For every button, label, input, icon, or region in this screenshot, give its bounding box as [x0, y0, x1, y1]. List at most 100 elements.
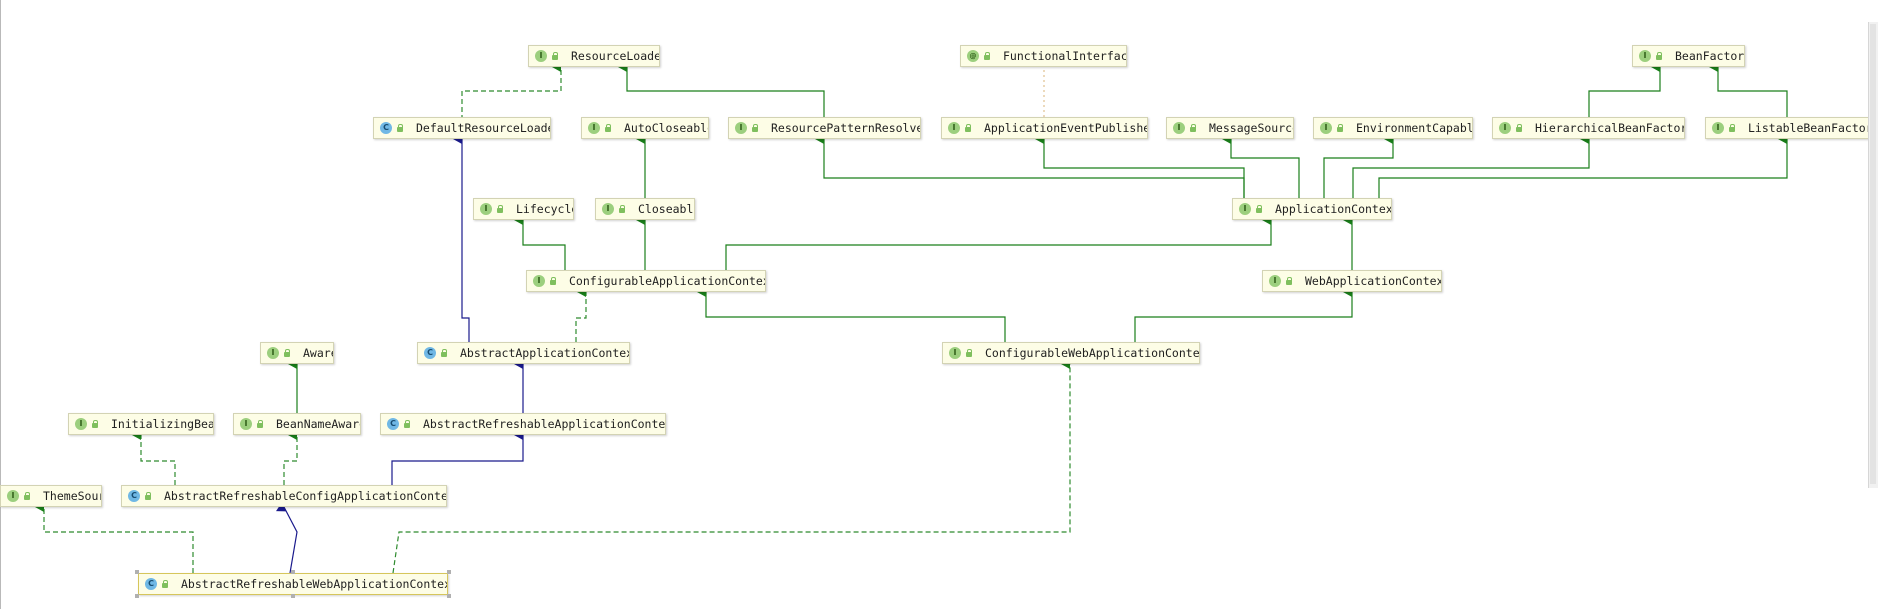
public-lock-icon: [1655, 52, 1663, 60]
node-label: WebApplicationContext: [1305, 274, 1442, 288]
edge-listable-bean-factory-to-bean-factory: [1709, 62, 1788, 117]
node-label: ThemeSource: [43, 489, 101, 503]
interface-icon: I: [1320, 122, 1332, 134]
annotation-icon: @: [967, 50, 979, 62]
interface-icon: I: [1712, 122, 1724, 134]
interface-icon: I: [1239, 203, 1251, 215]
public-lock-icon: [964, 124, 972, 132]
node-label: FunctionalInterface: [1003, 49, 1127, 63]
node-label: ConfigurableWebApplicationContext: [985, 346, 1200, 360]
interface-icon: I: [588, 122, 600, 134]
node-label: ResourceLoader: [571, 49, 660, 63]
node-label: ConfigurableApplicationContext: [569, 274, 766, 288]
interface-icon: I: [1499, 122, 1511, 134]
node-configurable-application-context[interactable]: I ConfigurableApplicationContext: [526, 270, 766, 292]
node-theme-source[interactable]: I ThemeSource: [0, 485, 102, 507]
class-icon: C: [424, 347, 436, 359]
public-lock-icon: [1285, 277, 1293, 285]
edge-application-context-to-listable-bean-factory: [1378, 134, 1788, 198]
public-lock-icon: [403, 420, 411, 428]
node-functional-interface[interactable]: @ FunctionalInterface: [960, 45, 1127, 67]
edge-abstract-refreshable-config-application-context-to-abstract-refreshable-application-context: [391, 430, 524, 485]
node-bean-factory[interactable]: I BeanFactory: [1632, 45, 1745, 67]
node-label: AbstractRefreshableWebApplicationContext: [181, 577, 448, 591]
public-lock-icon: [496, 205, 504, 213]
interface-icon: I: [533, 275, 545, 287]
public-lock-icon: [396, 124, 404, 132]
node-label: InitializingBean: [111, 417, 214, 431]
node-label: ResourcePatternResolver: [771, 121, 921, 135]
public-lock-icon: [551, 52, 559, 60]
node-application-context[interactable]: I ApplicationContext: [1232, 198, 1392, 220]
node-web-application-context[interactable]: I WebApplicationContext: [1262, 270, 1442, 292]
vertical-scrollbar-thumb[interactable]: [1870, 24, 1876, 484]
public-lock-icon: [1336, 124, 1344, 132]
interface-icon: I: [1269, 275, 1281, 287]
public-lock-icon: [549, 277, 557, 285]
public-lock-icon: [440, 349, 448, 357]
edge-application-context-to-message-source: [1222, 134, 1300, 198]
public-lock-icon: [751, 124, 759, 132]
edge-application-context-to-hierarchical-bean-factory: [1352, 134, 1590, 198]
node-initializing-bean[interactable]: I InitializingBean: [68, 413, 214, 435]
class-icon: C: [387, 418, 399, 430]
public-lock-icon: [983, 52, 991, 60]
public-lock-icon: [1255, 205, 1263, 213]
edge-abstract-refreshable-web-application-context-to-theme-source: [35, 502, 194, 573]
selection-handle[interactable]: [291, 570, 295, 574]
edge-abstract-application-context-to-configurable-application-context: [575, 287, 587, 342]
public-lock-icon: [161, 580, 169, 588]
public-lock-icon: [618, 205, 626, 213]
node-label: Closeable: [638, 202, 695, 216]
interface-icon: I: [7, 490, 19, 502]
selection-handle[interactable]: [135, 594, 139, 598]
interface-icon: I: [480, 203, 492, 215]
selection-handle[interactable]: [447, 594, 451, 598]
public-lock-icon: [91, 420, 99, 428]
edge-abstract-refreshable-web-application-context-to-abstract-refreshable-config-application-context: [276, 502, 298, 574]
edge-abstract-refreshable-config-application-context-to-bean-name-aware: [283, 430, 298, 485]
edge-abstract-refreshable-config-application-context-to-initializing-bean: [132, 430, 176, 485]
node-label: ApplicationContext: [1275, 202, 1392, 216]
node-label: HierarchicalBeanFactory: [1535, 121, 1685, 135]
edge-configurable-application-context-to-lifecycle: [514, 215, 566, 270]
public-lock-icon: [1728, 124, 1736, 132]
node-label: Aware: [303, 346, 333, 360]
interface-icon: I: [75, 418, 87, 430]
public-lock-icon: [1189, 124, 1197, 132]
selection-handle[interactable]: [291, 594, 295, 598]
public-lock-icon: [23, 492, 31, 500]
interface-icon: I: [1639, 50, 1651, 62]
edge-configurable-web-application-context-to-configurable-application-context: [697, 287, 1006, 342]
node-hierarchical-bean-factory[interactable]: I HierarchicalBeanFactory: [1492, 117, 1685, 139]
interface-icon: I: [948, 122, 960, 134]
node-label: AbstractRefreshableConfigApplicationCont…: [164, 489, 447, 503]
edge-configurable-web-application-context-to-web-application-context: [1134, 287, 1353, 342]
public-lock-icon: [283, 349, 291, 357]
node-label: BeanFactory: [1675, 49, 1745, 63]
selection-handle[interactable]: [135, 570, 139, 574]
node-label: BeanNameAware: [276, 417, 361, 431]
selection-handle[interactable]: [447, 570, 451, 574]
interface-icon: I: [1173, 122, 1185, 134]
edge-resource-pattern-resolver-to-resource-loader: [618, 62, 825, 117]
edge-configurable-application-context-to-application-context: [725, 215, 1272, 270]
node-aware[interactable]: IAware: [260, 342, 334, 364]
